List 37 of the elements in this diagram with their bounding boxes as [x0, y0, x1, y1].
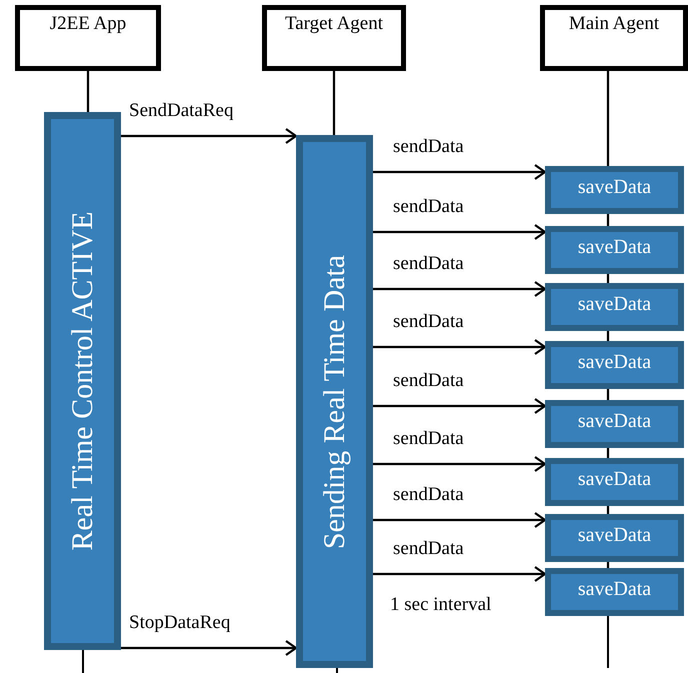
- message-arrow: [373, 164, 546, 180]
- edge-label: SendDataReq: [129, 100, 234, 122]
- lifeline: [606, 71, 610, 166]
- activation-label: Real Time Control ACTIVE: [66, 211, 100, 551]
- process-box: saveData: [545, 166, 684, 214]
- activation-bar: [44, 112, 121, 650]
- process-box: saveData: [545, 458, 684, 506]
- lifeline: [606, 562, 610, 568]
- message-arrow: [121, 640, 298, 656]
- lifeline-header-box: Target Agent: [262, 5, 406, 71]
- lifeline-header-box: Main Agent: [540, 5, 688, 71]
- activation-label: Sending Real Time Data: [318, 254, 352, 549]
- process-box: saveData: [545, 283, 684, 331]
- process-box: saveData: [545, 400, 684, 448]
- lifeline-header-box: J2EE App: [15, 5, 161, 71]
- message-arrow: [373, 566, 546, 582]
- message-arrow: [373, 398, 546, 414]
- lifeline: [606, 389, 610, 400]
- process-box: saveData: [545, 514, 684, 562]
- lifeline: [606, 331, 610, 341]
- message-arrow: [373, 280, 546, 298]
- message-arrow: [373, 456, 546, 472]
- activation-bar: [296, 135, 373, 668]
- lifeline: [606, 214, 610, 226]
- lifeline: [332, 71, 336, 135]
- process-box: saveData: [545, 341, 684, 389]
- process-box: saveData: [545, 226, 684, 274]
- lifeline: [606, 448, 610, 458]
- lifeline: [86, 71, 90, 112]
- message-arrow: [373, 512, 546, 528]
- message-arrow: [373, 224, 546, 240]
- edge-label: StopDataReq: [129, 612, 230, 634]
- lifeline: [606, 274, 610, 283]
- message-arrow: [373, 338, 546, 356]
- message-arrow: [121, 128, 298, 144]
- lifeline: [606, 506, 610, 514]
- process-box: saveData: [545, 568, 684, 616]
